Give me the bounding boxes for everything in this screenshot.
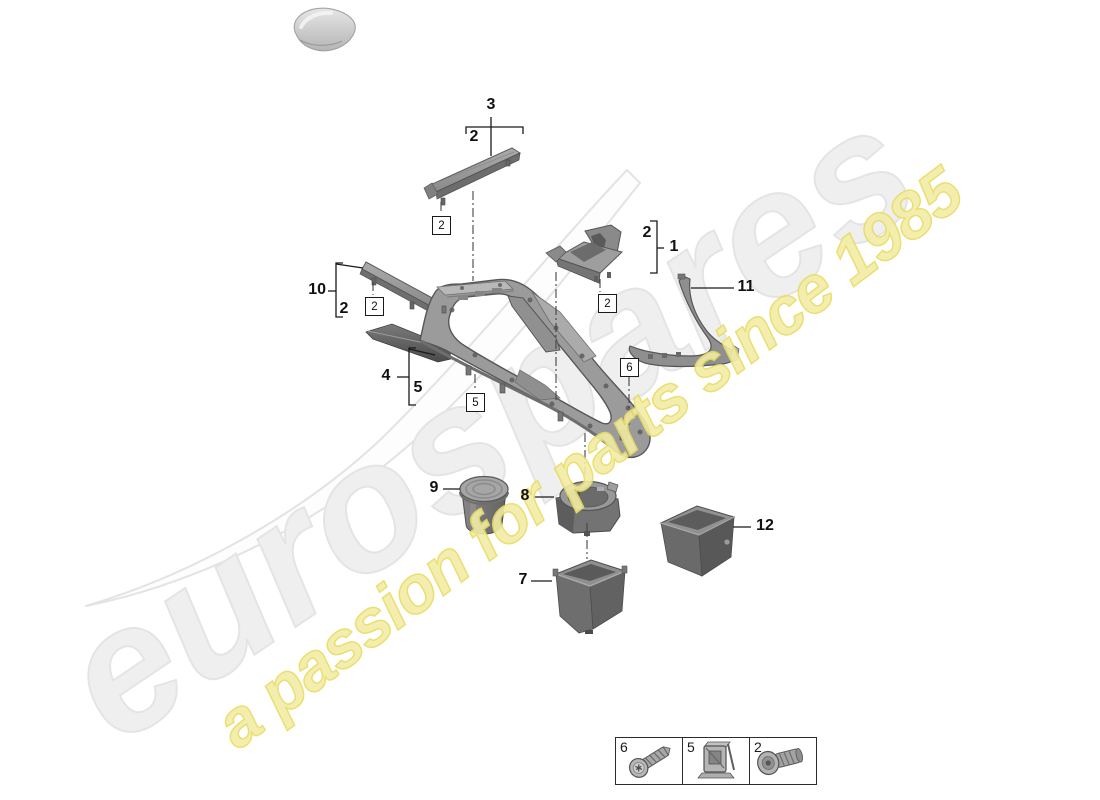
assembly-dash-lines — [372, 191, 630, 559]
legend-cell-screw-2[interactable]: 2 — [749, 738, 816, 784]
callout-2-of-10[interactable]: 2 — [339, 300, 349, 317]
callout-12[interactable]: 12 — [756, 517, 774, 534]
retaining-clip-icon — [697, 741, 735, 779]
fastener-legend: 6 5 — [615, 737, 817, 785]
part-side-trim — [628, 273, 740, 368]
legend-cell-clip-5[interactable]: 5 — [682, 738, 749, 784]
callout-2-of-1[interactable]: 2 — [642, 224, 652, 241]
callout-brackets — [328, 117, 751, 582]
callout-3[interactable]: 3 — [486, 96, 496, 113]
part-rear-cover — [545, 224, 623, 284]
legend-ref-6: 6 — [620, 739, 628, 755]
boxref-2-under-strip[interactable]: 2 — [432, 216, 451, 235]
callout-2-of-3[interactable]: 2 — [469, 128, 479, 145]
vehicle-silhouette — [293, 7, 356, 52]
callout-7[interactable]: 7 — [518, 571, 528, 588]
callout-8[interactable]: 8 — [520, 487, 530, 504]
callout-9[interactable]: 9 — [429, 479, 439, 496]
callout-10[interactable]: 10 — [308, 281, 326, 298]
boxref-2-under-left-strip[interactable]: 2 — [365, 297, 384, 316]
legend-ref-2: 2 — [754, 739, 762, 755]
boxref-5-console[interactable]: 5 — [466, 393, 485, 412]
part-trim-strip-upper — [423, 147, 522, 206]
callout-5[interactable]: 5 — [413, 379, 423, 396]
callout-1[interactable]: 1 — [669, 238, 679, 255]
part-round-cup — [459, 475, 509, 535]
pan-head-screw-icon — [628, 746, 671, 778]
washer-head-screw-icon — [757, 748, 804, 776]
part-storage-bin — [552, 559, 628, 634]
boxref-6-console[interactable]: 6 — [620, 358, 639, 377]
legend-ref-5: 5 — [687, 739, 695, 755]
part-console-frame — [365, 278, 651, 459]
part-socket-housing — [555, 480, 621, 536]
callout-11[interactable]: 11 — [737, 278, 755, 295]
part-storage-box — [659, 505, 736, 577]
callout-4[interactable]: 4 — [381, 367, 391, 384]
legend-cell-screw-6[interactable]: 6 — [616, 738, 682, 784]
boxref-2-under-cover[interactable]: 2 — [598, 294, 617, 313]
